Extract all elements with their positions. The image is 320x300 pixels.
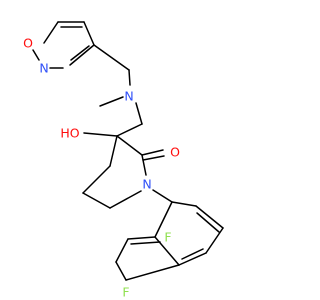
bond xyxy=(116,123,143,137)
bond xyxy=(82,192,111,209)
bond xyxy=(83,21,95,46)
bond xyxy=(99,96,124,107)
bond xyxy=(109,190,142,209)
carbonyl-oxygen-label: O xyxy=(170,145,180,160)
bond xyxy=(195,205,224,229)
bond xyxy=(115,238,129,263)
amine-nitrogen-label: N xyxy=(124,89,133,104)
bond xyxy=(109,135,118,167)
bond xyxy=(115,261,127,281)
bond xyxy=(181,248,204,260)
bond xyxy=(142,155,165,161)
atom-labels: O N N HO O N F F xyxy=(23,36,180,300)
bond xyxy=(43,21,59,44)
bond xyxy=(130,241,161,245)
ring-nitrogen-label: N xyxy=(142,177,151,192)
bond xyxy=(154,201,173,238)
bond xyxy=(152,189,173,203)
bond xyxy=(69,44,95,66)
bond xyxy=(171,201,197,207)
bond xyxy=(196,212,220,233)
bond xyxy=(82,165,111,194)
bond xyxy=(127,236,156,240)
bond xyxy=(128,69,131,86)
bond xyxy=(135,102,143,125)
hydroxyl-label: HO xyxy=(60,126,79,141)
structure-canvas: O N N HO O N F F xyxy=(23,21,224,300)
bond xyxy=(32,49,40,61)
bond xyxy=(125,264,180,281)
bond xyxy=(178,252,207,266)
isoxazole-nitrogen-label: N xyxy=(39,61,48,76)
bond xyxy=(70,45,90,61)
bonds xyxy=(32,21,224,281)
bond xyxy=(116,135,143,156)
isoxazole-oxygen-label: O xyxy=(23,36,33,51)
fluorine-label-2: F xyxy=(122,285,129,300)
bond xyxy=(93,44,130,71)
bond xyxy=(205,227,224,254)
fluorine-label-1: F xyxy=(164,230,171,245)
bond xyxy=(141,149,164,156)
bond xyxy=(141,154,147,176)
molecule-drawing: O N N HO O N F F xyxy=(23,21,224,300)
bond xyxy=(83,132,118,137)
